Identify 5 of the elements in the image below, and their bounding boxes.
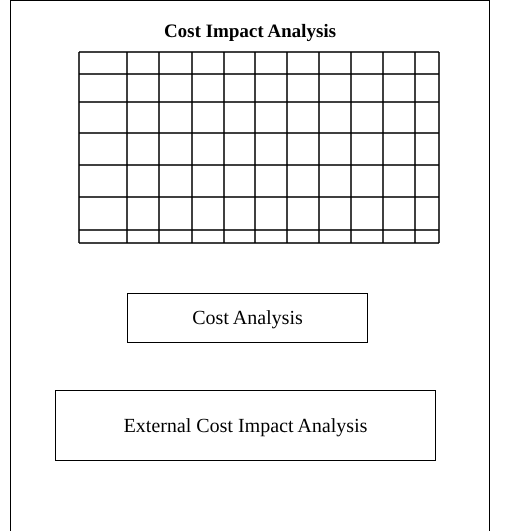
title: Cost Impact Analysis (162, 20, 338, 44)
box-label: External Cost Impact Analysis (124, 414, 368, 438)
box-label: Cost Analysis (192, 306, 303, 330)
process-box (127, 293, 368, 343)
process-box (55, 390, 436, 461)
